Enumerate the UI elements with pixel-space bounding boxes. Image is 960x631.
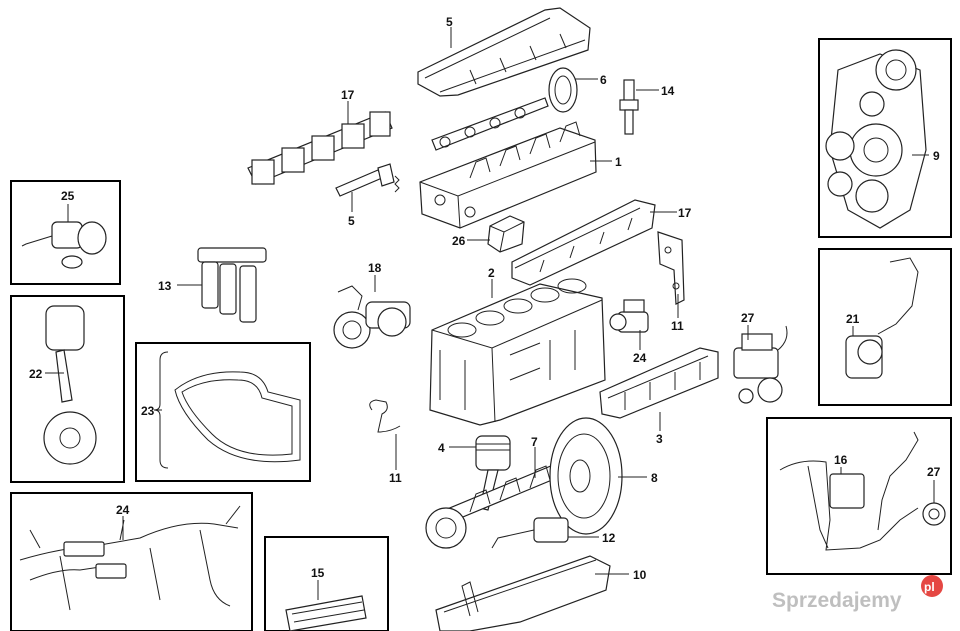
frame-box-19 [818, 248, 952, 406]
callout-label: 11 [671, 319, 684, 333]
frame-box-14 [264, 536, 389, 631]
callout-label: 24 [116, 503, 130, 517]
rocker-shaft-part [335, 163, 400, 197]
callout-label: 13 [158, 279, 172, 293]
wiring-harness-part [19, 505, 241, 611]
callout-label: 6 [600, 73, 607, 87]
side-cover-part [599, 347, 719, 419]
callout-label: 5 [348, 214, 355, 228]
callout-label: 7 [531, 435, 538, 449]
callout-label: 27 [741, 311, 755, 325]
watermark-badge [921, 575, 943, 597]
water-pump-part [43, 305, 97, 465]
oil-pan-part [435, 555, 611, 631]
egr-valve-part [21, 221, 107, 269]
drive-belt-part [153, 351, 301, 469]
leader-lines [45, 27, 935, 600]
flywheel-part [549, 417, 623, 535]
frame-box-20 [10, 295, 125, 483]
starter-motor-part [609, 299, 649, 333]
aftertreatment-lines-part [779, 431, 946, 551]
callout-label: 15 [311, 566, 325, 580]
callout-label: 11 [389, 471, 402, 485]
watermark-badge-text: pl [924, 580, 935, 594]
callout-label: 16 [834, 453, 848, 467]
cylinder-head-part [419, 121, 597, 229]
callout-label: 10 [633, 568, 647, 582]
pipe-part [369, 399, 401, 433]
injector-part [619, 79, 639, 135]
frame-box-27 [766, 417, 952, 575]
sensor-block-part [487, 215, 525, 253]
callout-labels: 5 6 14 17 1 5 17 26 2 18 11 13 24 27 3 4… [29, 15, 941, 582]
callout-label: 4 [438, 441, 445, 455]
oil-cooler-part [285, 595, 367, 631]
frame-box-22 [10, 492, 253, 631]
mounting-bracket-part [657, 231, 685, 305]
camshaft-part [431, 67, 578, 151]
intake-manifold-right-part [511, 199, 656, 286]
pump-unit-part [733, 325, 788, 404]
callout-label: 8 [651, 471, 658, 485]
callout-label: 17 [678, 206, 692, 220]
callout-label: 23 [141, 404, 155, 418]
exhaust-manifold-left-part [247, 111, 393, 185]
callout-label: 17 [341, 88, 355, 102]
callout-label: 3 [656, 432, 663, 446]
callout-label: 26 [452, 234, 466, 248]
frame-box-23 [10, 180, 121, 285]
callout-label: 9 [933, 149, 940, 163]
frame-box-6 [818, 38, 952, 238]
callout-label: 22 [29, 367, 43, 381]
oil-pump-part [491, 517, 569, 549]
callout-label: 12 [602, 531, 616, 545]
engine-block-part [429, 278, 606, 426]
callout-label: 27 [927, 465, 941, 479]
callout-label: 25 [61, 189, 75, 203]
watermark: Sprzedajemy pl [772, 575, 943, 612]
callout-label: 21 [846, 312, 860, 326]
callout-label: 5 [446, 15, 453, 29]
callout-label: 14 [661, 84, 675, 98]
crankshaft-part [425, 457, 577, 549]
callout-label: 2 [488, 266, 495, 280]
callout-label: 1 [615, 155, 622, 169]
timing-gear-set-part [825, 49, 927, 229]
turbocharger-part [333, 285, 411, 349]
callout-label: 24 [633, 351, 647, 365]
egr-cooler-part [845, 257, 919, 379]
watermark-text: Sprzedajemy [772, 589, 902, 612]
callout-label: 18 [368, 261, 382, 275]
frame-box-21 [135, 342, 311, 482]
fuel-filter-part [197, 247, 267, 323]
valve-cover-part [417, 7, 591, 97]
